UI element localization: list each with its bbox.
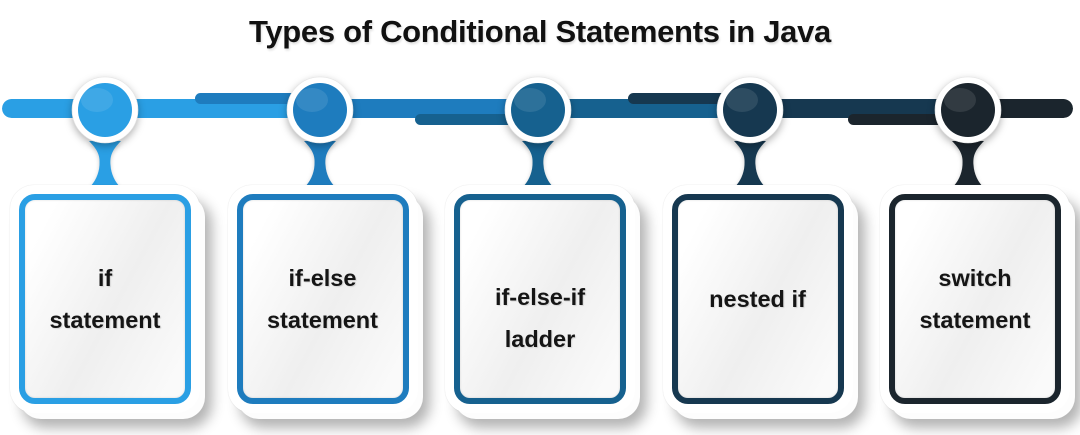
node-highlight <box>514 88 546 112</box>
card-if-statement: if statement <box>10 185 200 413</box>
timeline-node-if <box>78 83 132 137</box>
timeline-stem <box>952 141 984 188</box>
card-row: if statement if-else statement if-else-i… <box>10 185 1070 413</box>
timeline-stem <box>89 141 121 188</box>
card-label: switch statement <box>919 264 1031 333</box>
card-label: if-else statement <box>266 264 378 333</box>
timeline-stem <box>734 141 766 188</box>
node-highlight <box>944 88 976 112</box>
card-frame: switch statement <box>889 194 1061 404</box>
node-highlight <box>726 88 758 112</box>
card-label: nested if <box>709 285 806 312</box>
card-frame: if-else-if ladder <box>454 194 626 404</box>
card-if-else-statement: if-else statement <box>227 185 418 413</box>
timeline-stem <box>304 141 336 188</box>
bar-segment-if-else <box>300 99 545 118</box>
card-switch-statement: switch statement <box>880 185 1070 413</box>
card-frame: nested if <box>671 194 844 404</box>
node-highlight <box>81 88 113 112</box>
card-nested-if: nested if <box>662 185 853 413</box>
timeline-node-if-else <box>293 83 347 137</box>
timeline-stem <box>522 141 554 188</box>
card-if-else-if-ladder: if-else-if ladder <box>445 185 635 413</box>
timeline-node-nested-if <box>723 83 777 137</box>
card-frame: if-else statement <box>236 194 409 404</box>
card-frame: if statement <box>19 194 191 404</box>
timeline-node-switch <box>941 83 995 137</box>
timeline-node-if-else-if <box>511 83 565 137</box>
page-title: Types of Conditional Statements in Java <box>248 14 831 49</box>
card-label: if statement <box>49 264 161 333</box>
node-highlight <box>296 88 328 112</box>
card-label: if-else-if ladder <box>494 283 586 352</box>
